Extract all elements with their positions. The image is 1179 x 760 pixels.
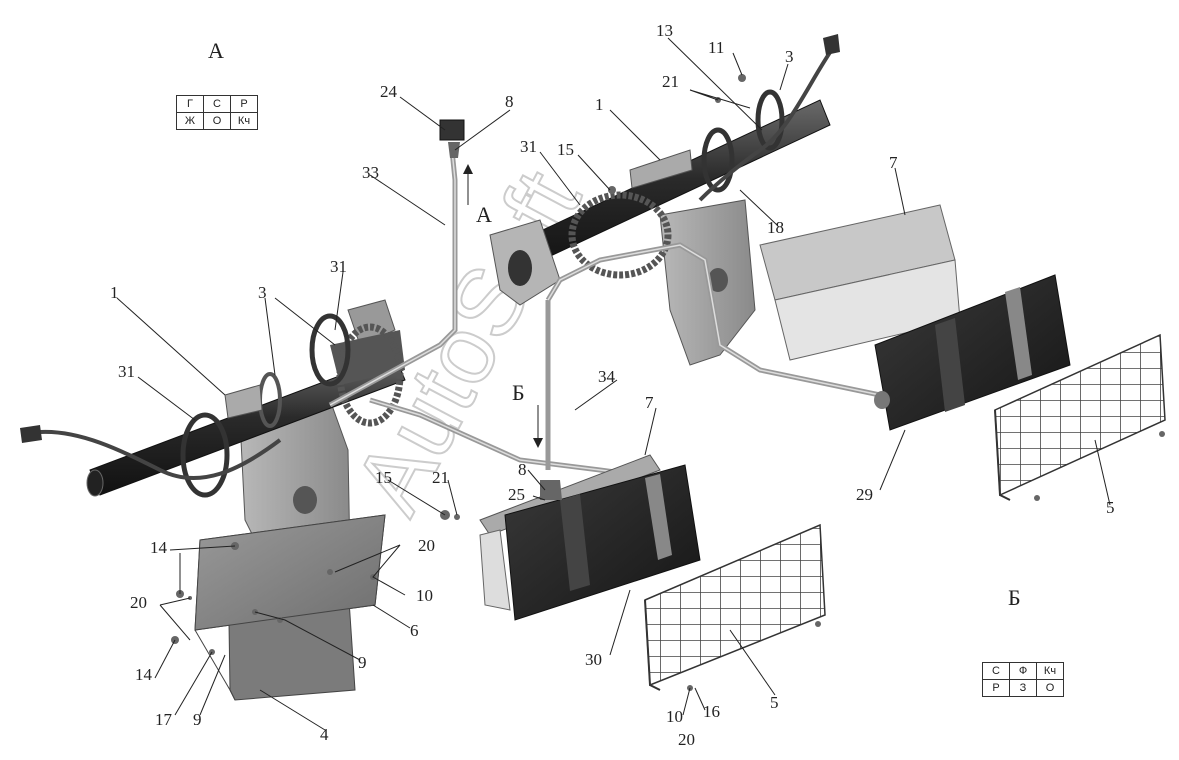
callout-number: 14 (150, 538, 168, 557)
callout-number: 31 (330, 257, 347, 276)
callout-number: 21 (662, 72, 679, 91)
callout-number: 11 (708, 38, 724, 57)
callout-number: 5 (1106, 498, 1115, 517)
callout-number: 4 (320, 725, 329, 744)
callout-number: 1 (595, 95, 604, 114)
callout-number: 7 (889, 153, 898, 172)
callout-number: 31 (520, 137, 537, 156)
pin-cell: С (203, 95, 231, 113)
callout-number: 10 (666, 707, 683, 726)
section-title-b: Б (1008, 585, 1021, 610)
pin-cell: Р (982, 679, 1010, 697)
pin-cell: Кч (1036, 662, 1064, 680)
callout-number: 15 (375, 468, 392, 487)
callout-number: 10 (416, 586, 433, 605)
callout-number: 20 (418, 536, 435, 555)
callout-number: 31 (118, 362, 135, 381)
callout-number: 8 (505, 92, 514, 111)
grille-5-upper (994, 333, 1166, 501)
callout-number: 29 (856, 485, 873, 504)
callout-number: 15 (557, 140, 574, 159)
callout-number: 20 (130, 593, 147, 612)
callout-number: 7 (645, 393, 654, 412)
callout-number: 20 (678, 730, 695, 749)
callout-number: 9 (358, 653, 367, 672)
callout-number: 9 (193, 710, 202, 729)
callout-number: 21 (432, 468, 449, 487)
callout-number: 3 (258, 283, 267, 302)
pin-cell: Ж (176, 112, 204, 130)
view-arrow-b-label: Б (512, 380, 525, 405)
pin-cell: Г (176, 95, 204, 113)
callout-number: 33 (362, 163, 379, 182)
callout-number: 18 (767, 218, 784, 237)
connector-a-pinout-table: Г С Р Ж О Кч (176, 95, 258, 130)
callout-number: 16 (703, 702, 720, 721)
right-bracket-assembly (489, 34, 961, 398)
pin-cell: З (1009, 679, 1037, 697)
callout-number: 5 (770, 693, 779, 712)
callout-number: 34 (598, 367, 616, 386)
pin-cell: Ф (1009, 662, 1037, 680)
leader-lines (116, 37, 1111, 731)
grille-5-lower (644, 523, 826, 691)
callout-number: 17 (155, 710, 173, 729)
pin-cell: О (203, 112, 231, 130)
lamp-30-assembly (479, 300, 701, 621)
connector-b-pinout-table: С Ф Кч Р З О (982, 662, 1064, 697)
callout-number: 24 (380, 82, 398, 101)
left-bracket-assembly (20, 119, 465, 701)
pin-cell: С (982, 662, 1010, 680)
lamp-29-assembly (874, 274, 1071, 431)
pin-cell: Р (230, 95, 258, 113)
callout-number: 13 (656, 21, 673, 40)
callout-number: 6 (410, 621, 419, 640)
callout-number: 1 (110, 283, 119, 302)
callout-number: 14 (135, 665, 153, 684)
pin-cell: О (1036, 679, 1064, 697)
view-arrow-a-label: А (476, 202, 492, 227)
callout-number: 8 (518, 460, 527, 479)
callout-number: 30 (585, 650, 602, 669)
section-title-a: А (208, 38, 224, 63)
callout-number: 3 (785, 47, 794, 66)
callout-number: 25 (508, 485, 525, 504)
pin-cell: Кч (230, 112, 258, 130)
